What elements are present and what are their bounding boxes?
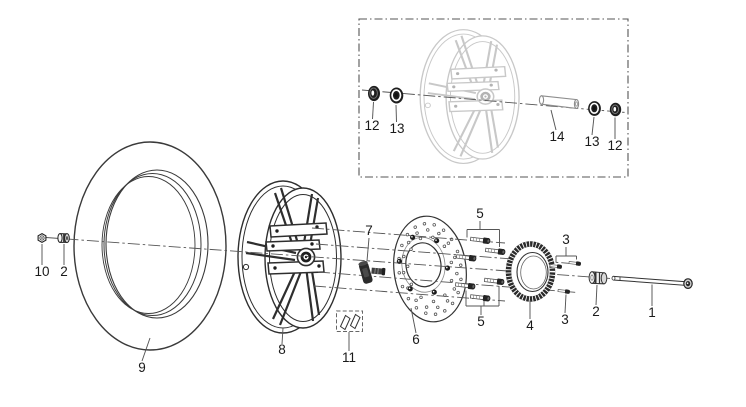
inset-assembled-box xyxy=(358,18,629,178)
balance-weights-drawing xyxy=(336,310,363,332)
part-label-11: 11 xyxy=(342,350,356,365)
seal-left-drawing xyxy=(368,85,380,102)
wheel-rim-drawing xyxy=(237,180,342,334)
part-label-2-right: 2 xyxy=(592,304,600,319)
inset-axis-line xyxy=(361,89,627,113)
part-label-14: 14 xyxy=(549,129,565,144)
valve-stem-drawing xyxy=(358,260,386,284)
part-label-7: 7 xyxy=(365,223,373,238)
part-label-10: 10 xyxy=(34,264,49,279)
bearing-left-drawing xyxy=(389,87,404,104)
part-label-5-bottom: 5 xyxy=(477,314,485,329)
part-label-12-left: 12 xyxy=(364,118,379,133)
part-label-13-right: 13 xyxy=(584,134,599,149)
front-spacer-drawing xyxy=(57,233,70,244)
sensor-ring-drawing xyxy=(505,241,556,302)
main-axis-line xyxy=(45,237,695,285)
axle-drawing xyxy=(611,275,693,290)
tire-drawing xyxy=(73,141,227,351)
part-label-3-top: 3 xyxy=(562,232,570,247)
part-label-1: 1 xyxy=(648,305,656,320)
bolt-axis-line xyxy=(311,227,506,244)
bolt-axis-line xyxy=(315,243,579,265)
part-label-2-left: 2 xyxy=(60,264,68,279)
part-label-13-left: 13 xyxy=(389,121,404,136)
leader-lines xyxy=(41,101,653,362)
part-label-6: 6 xyxy=(412,332,420,347)
axle-spacer-drawing xyxy=(588,271,608,285)
part-label-9: 9 xyxy=(138,360,146,375)
part-label-8: 8 xyxy=(278,342,286,357)
spacer-tube-drawing xyxy=(538,95,580,110)
part-label-4: 4 xyxy=(526,318,534,333)
seal-right-drawing xyxy=(609,102,622,117)
part-label-3-bottom: 3 xyxy=(561,312,569,327)
part-label-12-right: 12 xyxy=(607,138,622,153)
part-labels: 10 2 9 8 7 11 6 5 5 4 3 3 2 1 12 13 14 1… xyxy=(34,118,655,375)
brake-disc-drawing xyxy=(393,215,467,323)
bolt-axis-line xyxy=(317,271,579,293)
center-axis-lines xyxy=(45,89,695,302)
bearing-right-drawing xyxy=(588,101,601,116)
part-label-5-top: 5 xyxy=(476,206,484,221)
axle-nut-drawing xyxy=(37,232,47,244)
